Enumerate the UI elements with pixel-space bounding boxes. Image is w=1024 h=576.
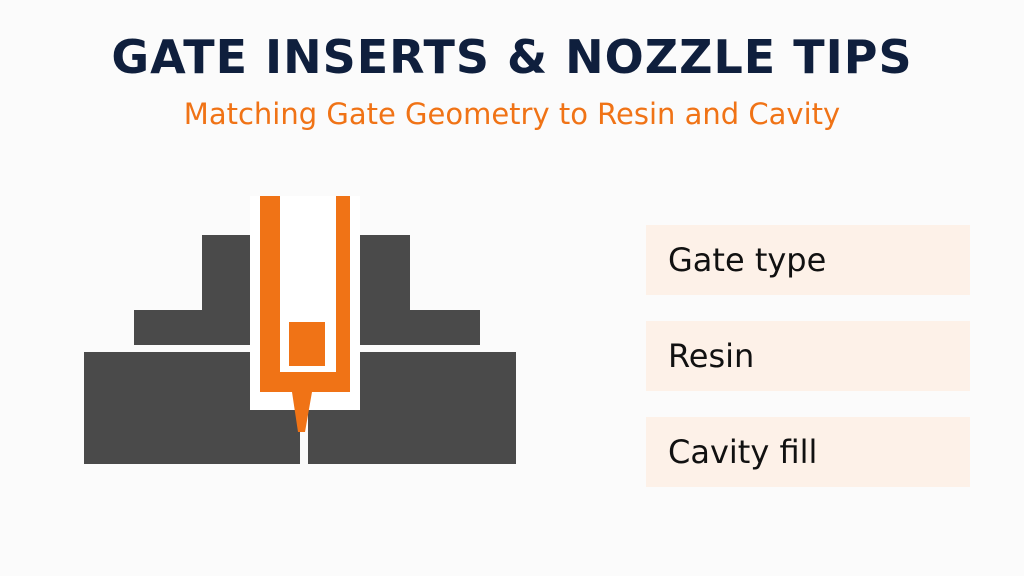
page-title: GATE INSERTS & NOZZLE TIPS: [111, 30, 913, 84]
label-gate-type: Gate type: [646, 225, 970, 295]
label-list: Gate type Resin Cavity fill: [646, 225, 970, 513]
label-cavity-fill: Cavity fill: [646, 417, 970, 487]
nozzle-tip: [260, 196, 350, 432]
page-subtitle: Matching Gate Geometry to Resin and Cavi…: [183, 97, 841, 131]
label-resin: Resin: [646, 321, 970, 391]
gate-insert: [289, 322, 325, 366]
